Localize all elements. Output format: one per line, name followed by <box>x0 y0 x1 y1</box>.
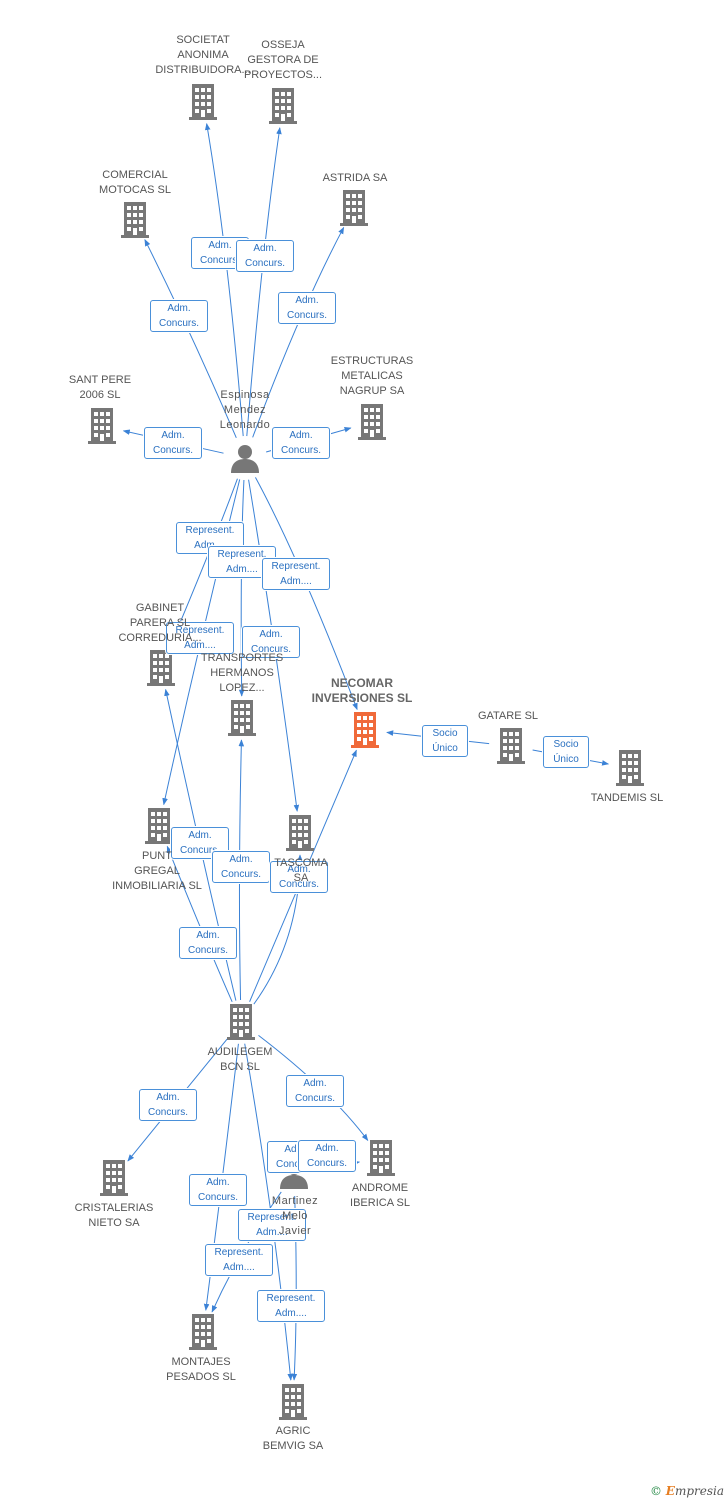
edge-label-person_espinosa-to-tascoma[interactable]: Adm.Concurs. <box>242 626 300 658</box>
edge-label-person_espinosa-to-santpere[interactable]: Adm.Concurs. <box>144 427 202 459</box>
edge-label-audilegem-to-puntgregal[interactable]: Adm.Concurs. <box>179 927 237 959</box>
building-icon-cristalerias[interactable] <box>100 1160 128 1196</box>
edge-label-person_espinosa-to-nagrup[interactable]: Adm.Concurs. <box>272 427 330 459</box>
edge-label-audilegem-to-androme[interactable]: Adm.Concurs. <box>286 1075 344 1107</box>
empresia-credit[interactable]: © Empresia <box>650 1484 724 1498</box>
edge-label-person_espinosa-to-osseja[interactable]: Adm.Concurs. <box>236 240 294 272</box>
building-icon-santpere[interactable] <box>88 408 116 444</box>
edge-label-person_espinosa-to-puntgregal[interactable]: Represent.Adm.... <box>166 622 234 654</box>
building-icon-transportes[interactable] <box>228 700 256 736</box>
building-icon-montajes[interactable] <box>189 1314 217 1350</box>
node-label-gatare[interactable]: GATARE SL <box>477 710 539 722</box>
building-icon-tandemis[interactable] <box>616 750 644 786</box>
edge-label-audilegem-to-transportes[interactable]: Adm.Concurs. <box>212 851 270 883</box>
edge-person_espinosa-to-motocas <box>144 239 237 438</box>
building-icon-agric[interactable] <box>279 1384 307 1420</box>
building-icon-audilegem[interactable] <box>227 1004 255 1040</box>
building-icon-androme[interactable] <box>367 1140 395 1176</box>
building-icon-puntgregal[interactable] <box>145 808 173 844</box>
building-icon-tascoma[interactable] <box>286 815 314 851</box>
building-icon-astrida[interactable] <box>340 190 368 226</box>
edge-label-audilegem-to-necomar[interactable]: Adm.Concurs. <box>270 861 328 893</box>
node-label-astrida[interactable]: ASTRIDA SA <box>322 172 388 184</box>
copyright-symbol: © <box>649 1484 662 1498</box>
edge-label-person_espinosa-to-motocas[interactable]: Adm.Concurs. <box>150 300 208 332</box>
edge-label-person_martinez-to-androme[interactable]: Represent.Adm.... <box>205 1244 273 1276</box>
building-icon-osseja[interactable] <box>269 88 297 124</box>
building-icon-gatare[interactable] <box>497 728 525 764</box>
building-icon-motocas[interactable] <box>121 202 149 238</box>
building-icon-gabinet[interactable] <box>147 650 175 686</box>
person-icon-person_espinosa[interactable] <box>231 445 259 473</box>
edge-label-person_espinosa-to-astrida[interactable]: Adm.Concurs. <box>278 292 336 324</box>
edge-label-audilegem-to-cristalerias[interactable]: Adm.Concurs. <box>139 1089 197 1121</box>
brand-initial: E <box>665 1484 675 1498</box>
edge-label-audilegem-to-montajes[interactable]: Adm.Concurs. <box>189 1174 247 1206</box>
edge-label-person_martinez-to-agric[interactable]: Represent.Adm.... <box>257 1290 325 1322</box>
building-icon-nagrup[interactable] <box>358 404 386 440</box>
edge-label-audilegem-to-agric[interactable]: Adm.Concurs. <box>298 1140 356 1172</box>
edge-label-audilegem-to-gabinet[interactable]: Adm.Concurs. <box>171 827 229 859</box>
brand-name: mpresia <box>674 1484 724 1498</box>
edge-label-person_martinez-to-montajes[interactable]: Represent.Adm.... <box>238 1209 306 1241</box>
building-icon-societat[interactable] <box>189 84 217 120</box>
building-icon-necomar[interactable] <box>351 712 379 748</box>
node-label-tandemis[interactable]: TANDEMIS SL <box>590 792 664 804</box>
edge-label-person_espinosa-to-necomar[interactable]: Represent.Adm.... <box>262 558 330 590</box>
